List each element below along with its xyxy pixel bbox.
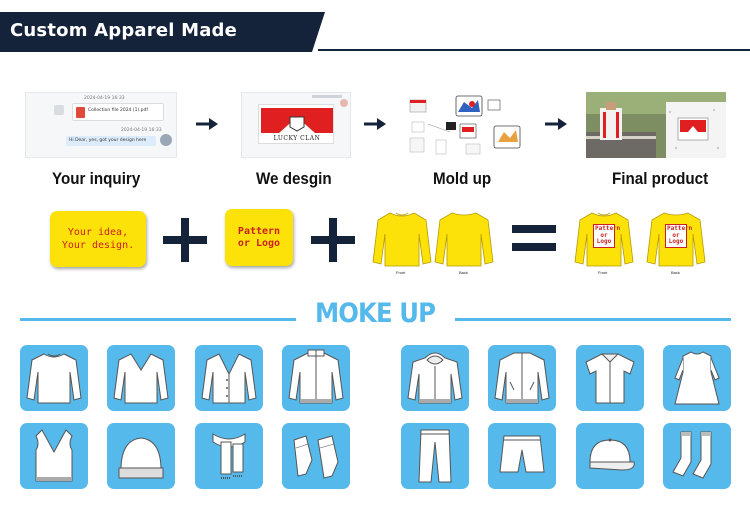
mockup-tile[interactable]: [401, 345, 469, 411]
mockup-tile[interactable]: [401, 423, 469, 489]
pdf-icon: [76, 107, 85, 118]
crew-sweater-icon: [26, 353, 82, 404]
mockup-tile[interactable]: [107, 345, 175, 411]
pattern-pieces-icon: [409, 95, 521, 155]
print-area: Pattern or Logo: [665, 224, 692, 248]
back-caption: Back: [671, 270, 680, 275]
arrow-right-icon: [196, 118, 218, 130]
v-neck-sweater-icon: [113, 353, 169, 404]
mockup-tile[interactable]: [20, 345, 88, 411]
equals-icon: [512, 225, 556, 251]
inquiry-thumbnail: 2024-04-19 16:33 Collection file 2024 (1…: [25, 92, 177, 158]
reply-avatar: [160, 134, 172, 146]
mockup-divider-right: [455, 318, 731, 321]
final-product-photo-art: [586, 92, 726, 158]
cap-icon: [589, 438, 635, 471]
file-name: Collection file 2024 (1).pdf: [88, 108, 148, 113]
mockup-tile[interactable]: [107, 423, 175, 489]
sweater-vest-icon: [35, 429, 73, 482]
mockup-tile[interactable]: [663, 423, 731, 489]
plus-icon: [311, 218, 355, 262]
pattern-tag: Pattern or Logo: [225, 209, 293, 266]
mockup-tile[interactable]: [195, 345, 263, 411]
gloves-icon: [293, 435, 339, 479]
pants-icon: [418, 429, 452, 483]
pattern-text: Pattern or Logo: [237, 225, 281, 249]
mockup-tile[interactable]: [576, 345, 644, 411]
printed-sweatshirt-back: Pattern or Logo Back: [646, 210, 706, 276]
header-banner: Custom Apparel Made: [0, 12, 325, 52]
front-caption: Front: [598, 270, 608, 275]
mockup-title: MOKE UP: [315, 298, 436, 329]
mockup-tile[interactable]: [488, 423, 556, 489]
plus-icon: [163, 218, 207, 262]
printed-sweatshirt-front: Pattern or Logo Front: [574, 210, 634, 276]
mockup-tile[interactable]: [282, 345, 350, 411]
idea-tag: Your idea, Your design.: [50, 211, 146, 267]
step-label-inquiry: Your inquiry: [52, 170, 141, 188]
hoodie-icon: [407, 352, 463, 404]
mockup-tile[interactable]: [663, 345, 731, 411]
final-product-photo: [586, 92, 726, 158]
header-divider: [318, 49, 750, 51]
step-label-final-product: Final product: [612, 170, 709, 188]
message-text: Hi Dear, yes, got your design here: [69, 138, 147, 143]
sender-avatar: [54, 105, 64, 115]
sweatshirt-front: Front: [372, 210, 432, 276]
scarf-icon: [212, 433, 246, 479]
mockup-tile[interactable]: [20, 423, 88, 489]
mockup-tile[interactable]: [576, 423, 644, 489]
mockup-tile[interactable]: [282, 423, 350, 489]
message-bubble: Hi Dear, yes, got your design here: [66, 136, 156, 146]
sweatshirt-back: Back: [434, 210, 494, 276]
design-card: LUCKY CLAN: [258, 104, 334, 144]
mockup-divider-left: [20, 318, 296, 321]
inquiry-timestamp-1: 2024-04-19 16:33: [84, 96, 125, 101]
red-chevron-logo: [261, 108, 333, 133]
banner-shape: [0, 12, 325, 52]
short-sleeve-shirt-icon: [585, 353, 635, 404]
cardigan-icon: [201, 353, 257, 404]
zip-jacket-icon: [288, 349, 344, 404]
design-avatar: [340, 99, 348, 107]
arrow-right-icon: [545, 118, 567, 130]
yellow-sweatshirt-icon: [434, 212, 494, 267]
mockup-tile[interactable]: [488, 345, 556, 411]
file-bubble: Collection file 2024 (1).pdf: [72, 103, 164, 121]
back-caption: Back: [459, 270, 468, 275]
arrow-right-icon: [364, 118, 386, 130]
mold-up-thumbnail: [406, 94, 524, 158]
beanie-icon: [118, 437, 164, 479]
design-logo-text: LUCKY CLAN: [273, 135, 321, 142]
front-caption: Front: [396, 270, 406, 275]
design-timestamp: [312, 95, 342, 98]
print-area: Pattern or Logo: [593, 224, 620, 248]
dress-icon: [674, 351, 720, 405]
idea-text: Your idea, Your design.: [61, 227, 135, 251]
banner-title: Custom Apparel Made: [10, 20, 238, 41]
mockup-tile[interactable]: [195, 423, 263, 489]
step-label-mold-up: Mold up: [433, 170, 492, 188]
design-thumbnail: LUCKY CLAN: [241, 92, 351, 158]
inquiry-timestamp-2: 2024-04-19 16:33: [121, 128, 162, 133]
shorts-icon: [499, 435, 545, 473]
bomber-jacket-icon: [494, 352, 550, 404]
yellow-sweatshirt-icon: [372, 212, 432, 267]
socks-icon: [672, 431, 712, 479]
step-label-design: We desgin: [256, 170, 332, 188]
